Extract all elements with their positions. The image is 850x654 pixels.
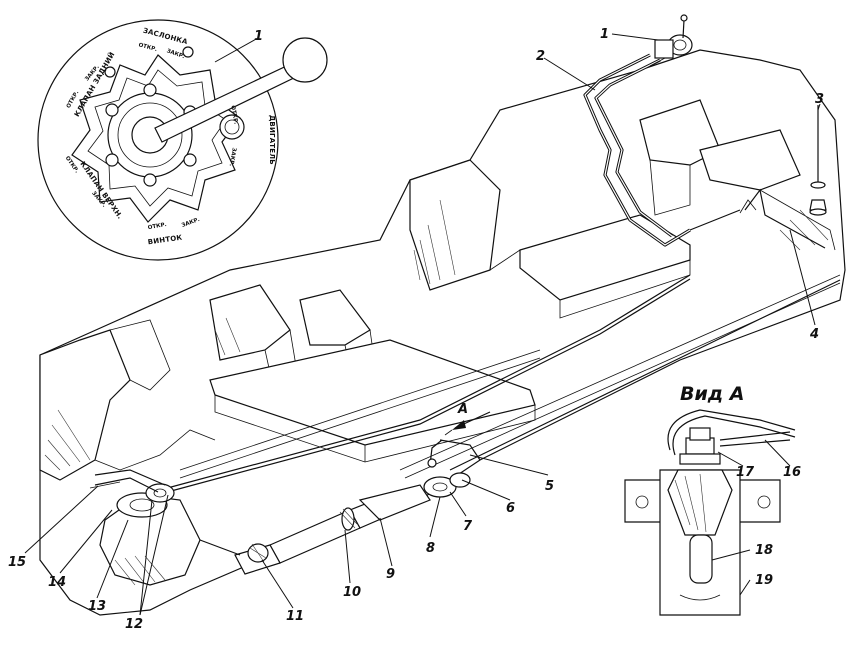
callout-12: 12 [125, 617, 143, 632]
callout-1-dial: 1 [254, 29, 263, 44]
view-a-arrow: А [452, 402, 491, 430]
handle-item-3 [809, 105, 827, 216]
sector-opt1: ОТКР. [229, 105, 238, 125]
view-a-title: Вид А [680, 383, 744, 405]
callout-9: 9 [386, 567, 395, 582]
callout-4: 4 [809, 327, 819, 342]
sector-title: ДВИГАТЕЛЬ [268, 115, 276, 165]
callout-1-lever: 1 [600, 27, 609, 42]
callout-17: 17 [736, 465, 755, 480]
callout-2: 2 [536, 49, 545, 64]
arrow-a-label: А [457, 402, 468, 417]
callout-10: 10 [343, 585, 361, 600]
dial-sector-dvigatel: ДВИГАТЕЛЬ ОТКР. ЗАКР. [228, 105, 276, 167]
control-cables [159, 53, 841, 495]
callout-11: 11 [286, 609, 304, 624]
callout-3: 3 [815, 92, 824, 107]
callout-14: 14 [48, 575, 66, 590]
sector-opt1: ОТКР. [138, 42, 158, 53]
sector-opt1: ОТКР. [147, 222, 167, 231]
callout-13: 13 [88, 599, 106, 614]
callout-16: 16 [783, 465, 801, 480]
callout-5: 5 [545, 479, 554, 494]
view-a-detail: Вид А [624, 383, 796, 616]
callout-7: 7 [463, 519, 473, 534]
callout-8: 8 [426, 541, 435, 556]
drive-shaft [234, 484, 431, 575]
sector-opt2: ЗАКР. [228, 147, 237, 167]
callout-15: 15 [8, 555, 26, 570]
callout-18: 18 [755, 543, 773, 558]
rotary-selector-dial: ЗАСЛОНКА ОТКР. ЗАКР. ДВИГАТЕЛЬ ОТКР. ЗАК… [37, 19, 328, 261]
gearbox-assembly [89, 469, 241, 586]
center-mechanism [423, 429, 481, 498]
callout-6: 6 [506, 501, 515, 516]
selector-lever-assembly [649, 14, 693, 67]
callout-19: 19 [755, 573, 773, 588]
callout-labels: 1 1 2 3 4 5 6 7 8 9 10 11 12 13 14 15 16… [8, 27, 824, 632]
hull-body [39, 49, 846, 616]
leader-lines [24, 33, 821, 616]
